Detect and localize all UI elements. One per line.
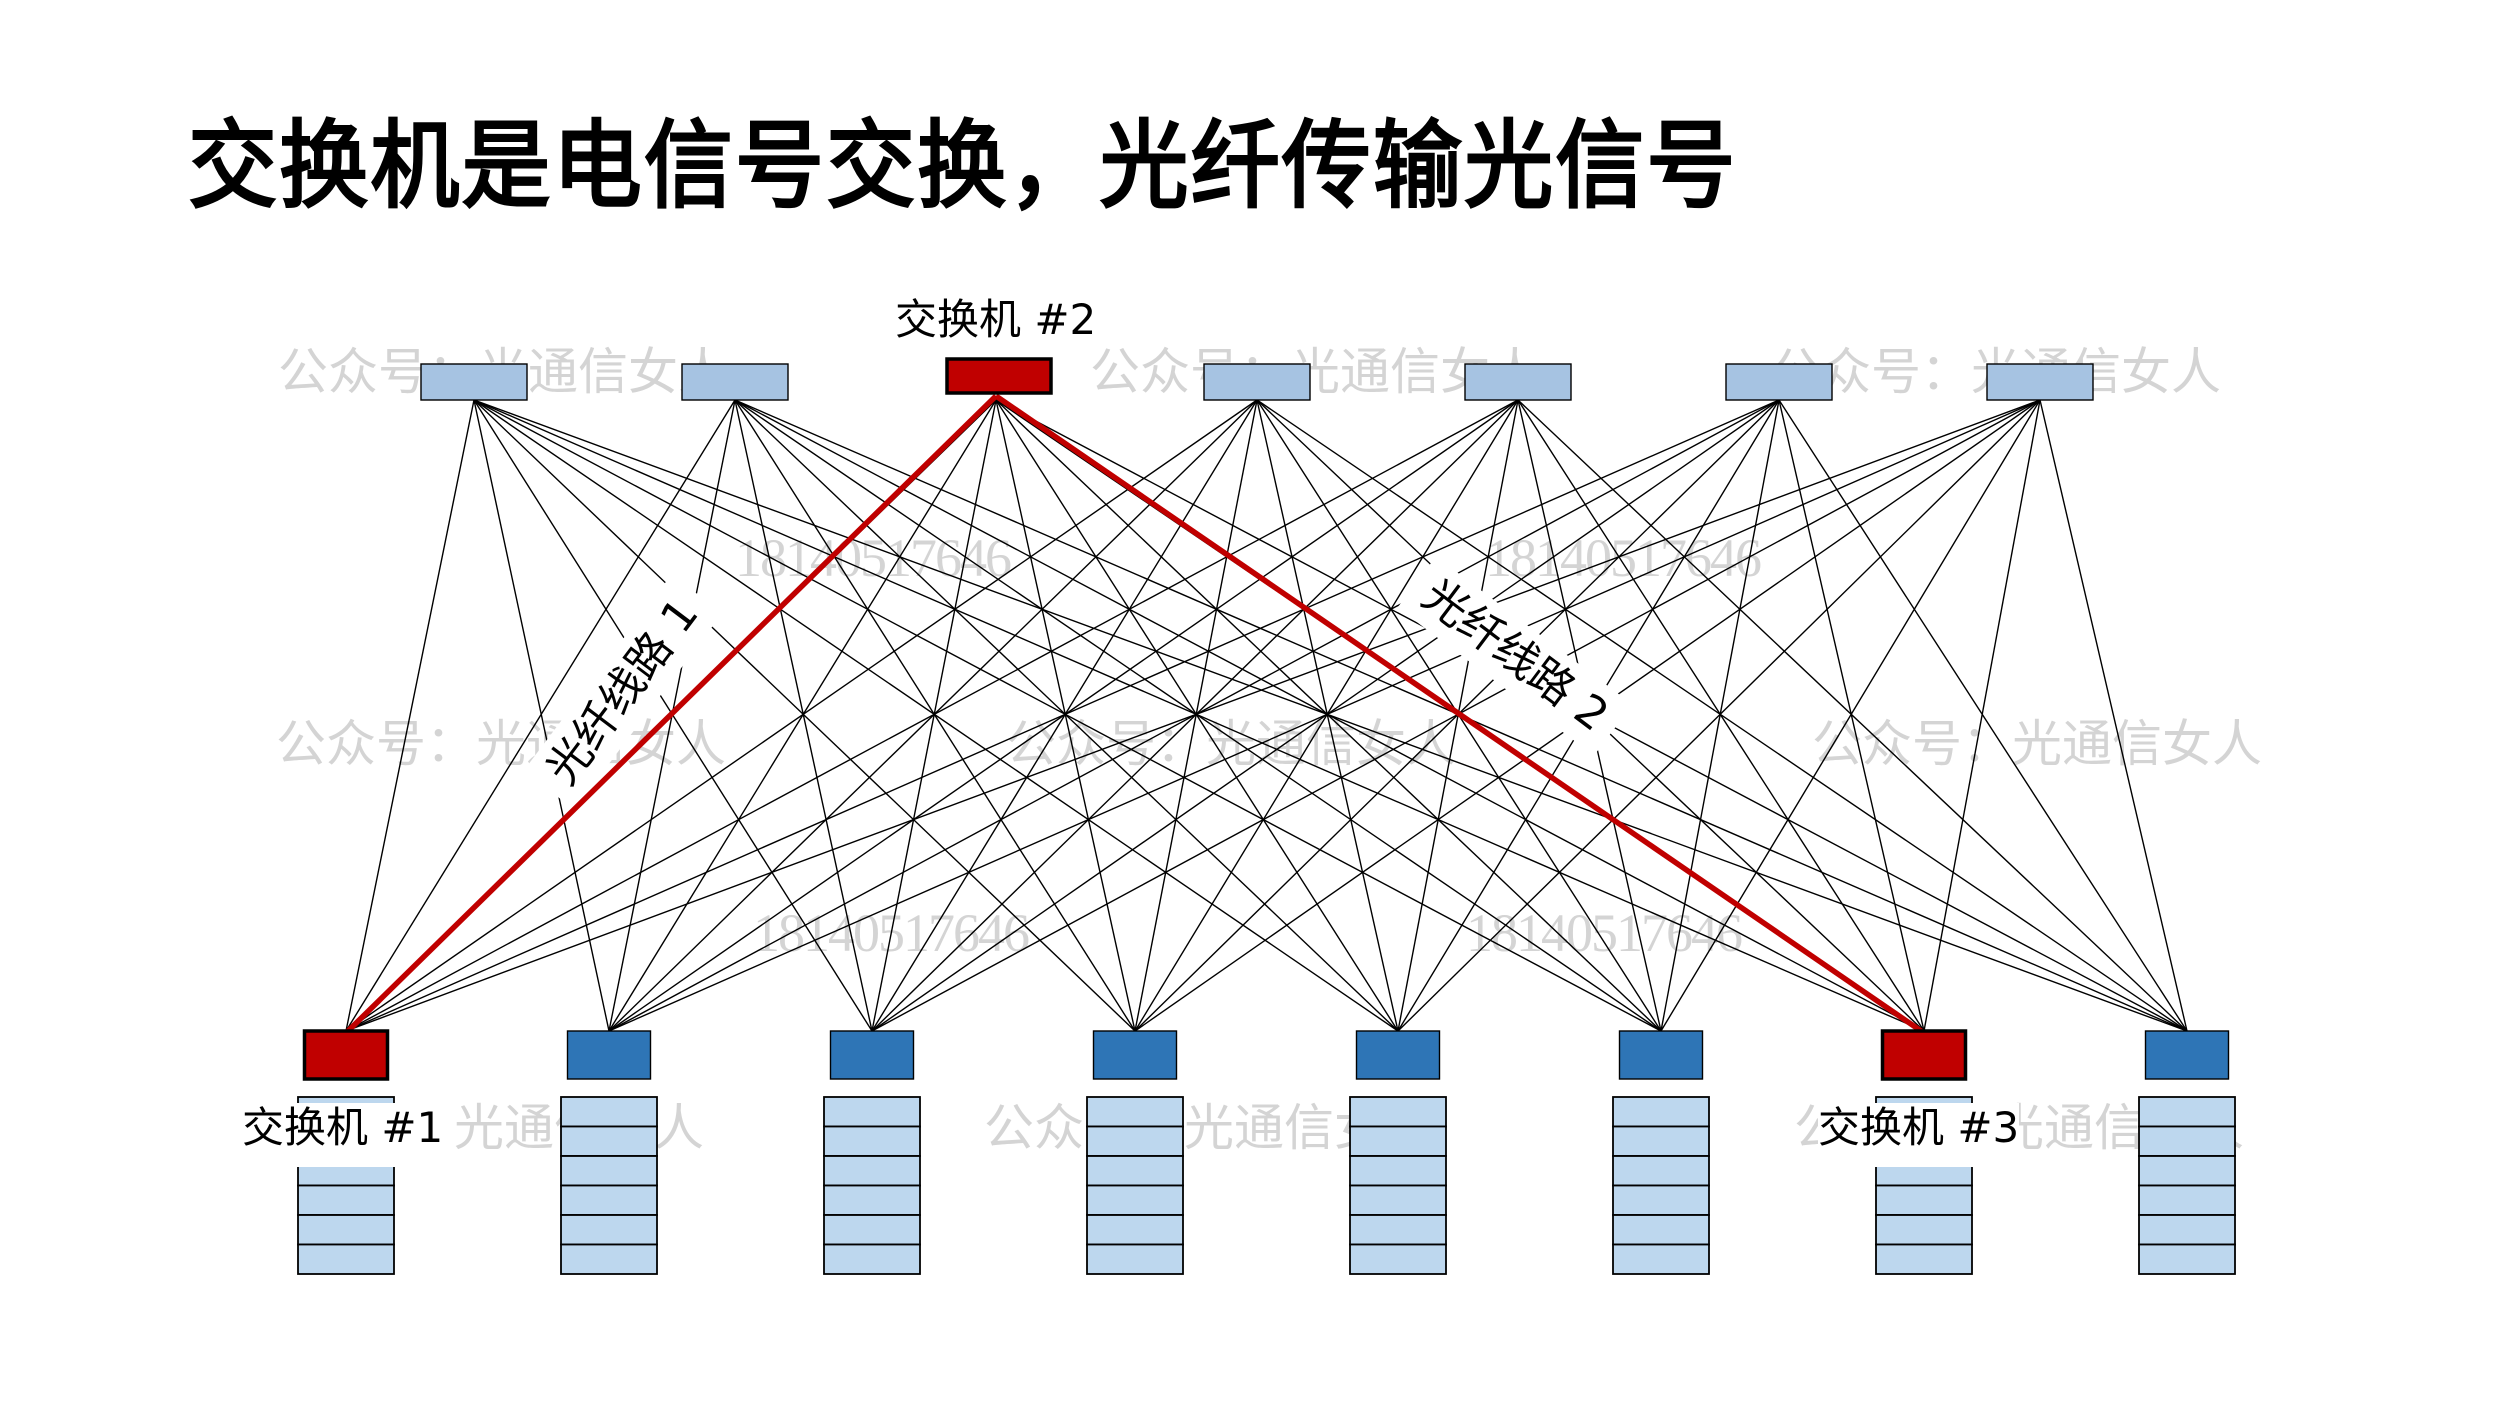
server-unit: [823, 1184, 921, 1216]
server-unit: [823, 1155, 921, 1187]
switch-nodes: [302, 357, 2230, 1081]
highlighted-links: [344, 393, 1926, 1036]
server-unit: [1875, 1243, 1973, 1275]
server-rack: [1349, 1096, 1447, 1275]
spine-switch-node[interactable]: [1203, 363, 1311, 401]
fiber-link: [734, 399, 1662, 1032]
server-unit: [1086, 1184, 1184, 1216]
fiber-link: [1923, 399, 2041, 1032]
server-unit: [560, 1155, 658, 1187]
server-rack: [560, 1096, 658, 1275]
fiber-link: [1256, 399, 1399, 1032]
fiber-link: [345, 399, 736, 1032]
server-unit: [560, 1214, 658, 1246]
leaf-switch-node[interactable]: [1618, 1030, 1704, 1080]
server-unit: [1349, 1184, 1447, 1216]
fiber-link: [995, 399, 1136, 1032]
fiber-link: [345, 399, 475, 1032]
server-unit: [560, 1243, 658, 1275]
fiber-link: [1517, 399, 1925, 1032]
server-unit: [1349, 1243, 1447, 1275]
fiber-link: [871, 399, 2041, 1032]
highlighted-fiber-link: [994, 393, 1926, 1036]
leaf-switch-node[interactable]: [829, 1030, 915, 1080]
fiber-link: [345, 399, 1780, 1032]
server-unit: [2138, 1155, 2236, 1187]
spine-switch-node[interactable]: [420, 363, 528, 401]
fiber-link: [345, 399, 1519, 1032]
server-unit: [2138, 1125, 2236, 1157]
switch-3-node[interactable]: [1880, 1029, 1968, 1081]
fiber-link: [345, 399, 1258, 1032]
server-unit: [823, 1096, 921, 1128]
server-rack: [1086, 1096, 1184, 1275]
server-unit: [1875, 1184, 1973, 1216]
spine-switch-node[interactable]: [681, 363, 789, 401]
spine-switch-node[interactable]: [1986, 363, 2094, 401]
leaf-switch-node[interactable]: [566, 1030, 652, 1080]
fiber-link: [608, 399, 2041, 1032]
switch-1-label: 交换机 #1: [242, 1103, 444, 1167]
server-unit: [1612, 1184, 1710, 1216]
server-rack: [2138, 1096, 2236, 1275]
fiber-link: [1517, 399, 2188, 1032]
switch-2-node[interactable]: [945, 357, 1053, 395]
server-unit: [1086, 1243, 1184, 1275]
fiber-link: [473, 399, 1136, 1032]
server-unit: [1349, 1125, 1447, 1157]
server-unit: [1612, 1096, 1710, 1128]
server-unit: [1612, 1214, 1710, 1246]
server-unit: [823, 1243, 921, 1275]
server-unit: [560, 1184, 658, 1216]
server-unit: [1612, 1125, 1710, 1157]
fiber-link: [473, 399, 1399, 1032]
server-unit: [2138, 1184, 2236, 1216]
fiber-links: [345, 399, 2188, 1032]
server-unit: [823, 1214, 921, 1246]
fiber-link: [995, 399, 1399, 1032]
fiber-link: [1256, 399, 2188, 1032]
spine-switch-node[interactable]: [1725, 363, 1833, 401]
server-rack: [823, 1096, 921, 1275]
leaf-switch-node[interactable]: [1355, 1030, 1441, 1080]
fiber-link: [1660, 399, 2041, 1032]
server-unit: [297, 1243, 395, 1275]
fiber-link: [345, 399, 2041, 1032]
fiber-link: [995, 399, 1662, 1032]
server-unit: [2138, 1214, 2236, 1246]
server-rack: [1612, 1096, 1710, 1275]
server-unit: [2138, 1243, 2236, 1275]
fiber-link: [1778, 399, 2188, 1032]
slide-title: 交换机是电信号交换，光纤传输光信号: [188, 110, 1738, 222]
switch-3-label: 交换机 #3: [1818, 1103, 2020, 1167]
fiber-link: [734, 399, 1399, 1032]
switch-1-node[interactable]: [302, 1029, 390, 1081]
leaf-switch-node[interactable]: [1092, 1030, 1178, 1080]
server-unit: [1086, 1155, 1184, 1187]
highlighted-fiber-link: [344, 394, 998, 1035]
fiber-link: [2039, 399, 2188, 1032]
switch-2-label: 交换机 #2: [895, 295, 1097, 344]
server-unit: [1612, 1243, 1710, 1275]
leaf-switch-node[interactable]: [2144, 1030, 2230, 1080]
fiber-link: [1397, 399, 2041, 1032]
spine-switch-node[interactable]: [1464, 363, 1572, 401]
server-unit: [1349, 1096, 1447, 1128]
fiber-link: [734, 399, 1136, 1032]
